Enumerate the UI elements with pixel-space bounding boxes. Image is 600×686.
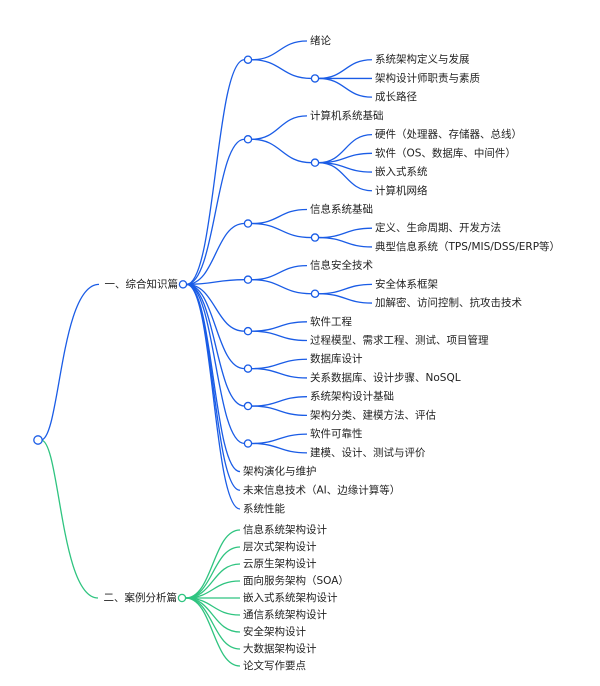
topic-label[interactable]: 软件工程	[310, 315, 352, 328]
connector	[318, 162, 373, 192]
topic-label[interactable]: 架构演化与维护	[243, 465, 317, 478]
connector	[251, 442, 308, 454]
connector	[186, 283, 245, 370]
collapse-node[interactable]	[243, 364, 253, 373]
connector	[186, 283, 241, 491]
collapse-node[interactable]	[243, 326, 253, 336]
connector	[186, 283, 245, 407]
topic-label[interactable]: 计算机系统基础	[310, 109, 384, 122]
connector	[251, 358, 308, 370]
topic-label[interactable]: 信息安全技术	[310, 259, 373, 272]
connector	[251, 433, 308, 445]
connector	[186, 222, 245, 286]
connector	[251, 40, 308, 61]
connector	[186, 59, 245, 286]
topic-label[interactable]: 关系数据库、设计步骤、NoSQL	[310, 371, 461, 384]
branch-node[interactable]	[178, 280, 188, 289]
connector	[318, 77, 373, 98]
topic-label[interactable]: 定义、生命周期、开发方法	[375, 221, 501, 234]
connector	[318, 236, 373, 248]
topic-label[interactable]: 架构设计师职责与素质	[375, 71, 480, 84]
connector	[185, 597, 241, 667]
topic-label[interactable]: 论文写作要点	[243, 659, 306, 672]
connector	[251, 264, 308, 281]
connector	[251, 330, 308, 342]
collapse-node[interactable]	[243, 401, 253, 411]
collapse-node[interactable]	[243, 55, 253, 64]
connector	[186, 279, 245, 286]
topic-label[interactable]: 信息系统基础	[310, 202, 373, 215]
topic-label[interactable]: 面向服务架构（SOA）	[243, 574, 349, 587]
connector	[251, 208, 308, 225]
topic-label[interactable]: 绪论	[310, 34, 331, 47]
topic-label[interactable]: 成长路径	[375, 90, 417, 103]
connector	[40, 439, 99, 599]
connector	[251, 279, 312, 295]
connector	[251, 115, 308, 140]
connector	[185, 529, 241, 599]
connector	[186, 283, 241, 473]
collapse-node[interactable]	[243, 275, 253, 284]
collapse-node[interactable]	[310, 74, 320, 83]
connector	[251, 138, 312, 164]
root-node[interactable]	[33, 435, 43, 445]
connector	[40, 283, 100, 441]
topic-label[interactable]: 大数据架构设计	[243, 642, 317, 655]
connector	[318, 59, 373, 80]
topic-label[interactable]: 软件可靠性	[310, 427, 363, 440]
collapse-node[interactable]	[243, 135, 253, 144]
connector	[318, 293, 373, 304]
topic-label[interactable]: 过程模型、需求工程、测试、项目管理	[310, 334, 489, 347]
topic-label[interactable]: 计算机网络	[375, 184, 428, 197]
connector	[251, 59, 312, 80]
topic-label[interactable]: 安全架构设计	[243, 625, 306, 638]
topic-label[interactable]: 建模、设计、测试与评价	[310, 446, 426, 459]
topic-label[interactable]: 架构分类、建模方法、评估	[310, 408, 436, 421]
topic-label[interactable]: 典型信息系统（TPS/MIS/DSS/ERP等）	[375, 240, 560, 253]
connector	[186, 283, 245, 445]
topic-label[interactable]: 硬件（处理器、存储器、总线）	[375, 128, 522, 141]
nodes: 一、综合知识篇 绪论系统架构定义与发展架构设计师职责与素质成长路径计算机系统基础硬…	[33, 34, 560, 672]
branch-label[interactable]: 二、案例分析篇	[104, 591, 178, 604]
connector	[186, 283, 241, 510]
connector	[185, 546, 241, 599]
topic-label[interactable]: 层次式架构设计	[243, 540, 317, 553]
topic-label[interactable]: 嵌入式系统架构设计	[243, 591, 338, 604]
topic-label[interactable]: 安全体系框架	[375, 277, 438, 290]
collapse-node[interactable]	[243, 219, 253, 228]
topic-label[interactable]: 未来信息技术（AI、边缘计算等）	[243, 483, 400, 496]
branch-node[interactable]	[177, 593, 187, 603]
topic-label[interactable]: 系统架构定义与发展	[375, 53, 470, 66]
collapse-node[interactable]	[310, 289, 320, 298]
topic-label[interactable]: 通信系统架构设计	[243, 608, 327, 621]
connector	[186, 283, 245, 332]
topic-label[interactable]: 嵌入式系统	[375, 165, 428, 178]
connector	[318, 227, 373, 239]
connector	[251, 321, 308, 332]
collapse-node[interactable]	[243, 439, 253, 448]
connector	[186, 138, 245, 286]
collapse-node[interactable]	[310, 158, 320, 167]
connector	[251, 396, 308, 407]
topic-label[interactable]: 系统架构设计基础	[310, 390, 394, 403]
topic-label[interactable]: 加解密、访问控制、抗攻击技术	[375, 296, 522, 309]
connector	[251, 222, 312, 239]
topic-label[interactable]: 信息系统架构设计	[243, 523, 327, 536]
topic-label[interactable]: 云原生架构设计	[243, 557, 317, 570]
connector	[185, 597, 241, 650]
topic-label[interactable]: 软件（OS、数据库、中间件）	[375, 146, 516, 159]
collapse-node[interactable]	[310, 233, 320, 242]
connector	[251, 405, 308, 417]
topic-label[interactable]: 系统性能	[243, 502, 285, 515]
connector	[251, 367, 308, 379]
connector	[318, 283, 373, 295]
connectors	[40, 40, 373, 667]
topic-label[interactable]: 数据库设计	[310, 352, 363, 365]
branch-label[interactable]: 一、综合知识篇	[105, 277, 179, 290]
